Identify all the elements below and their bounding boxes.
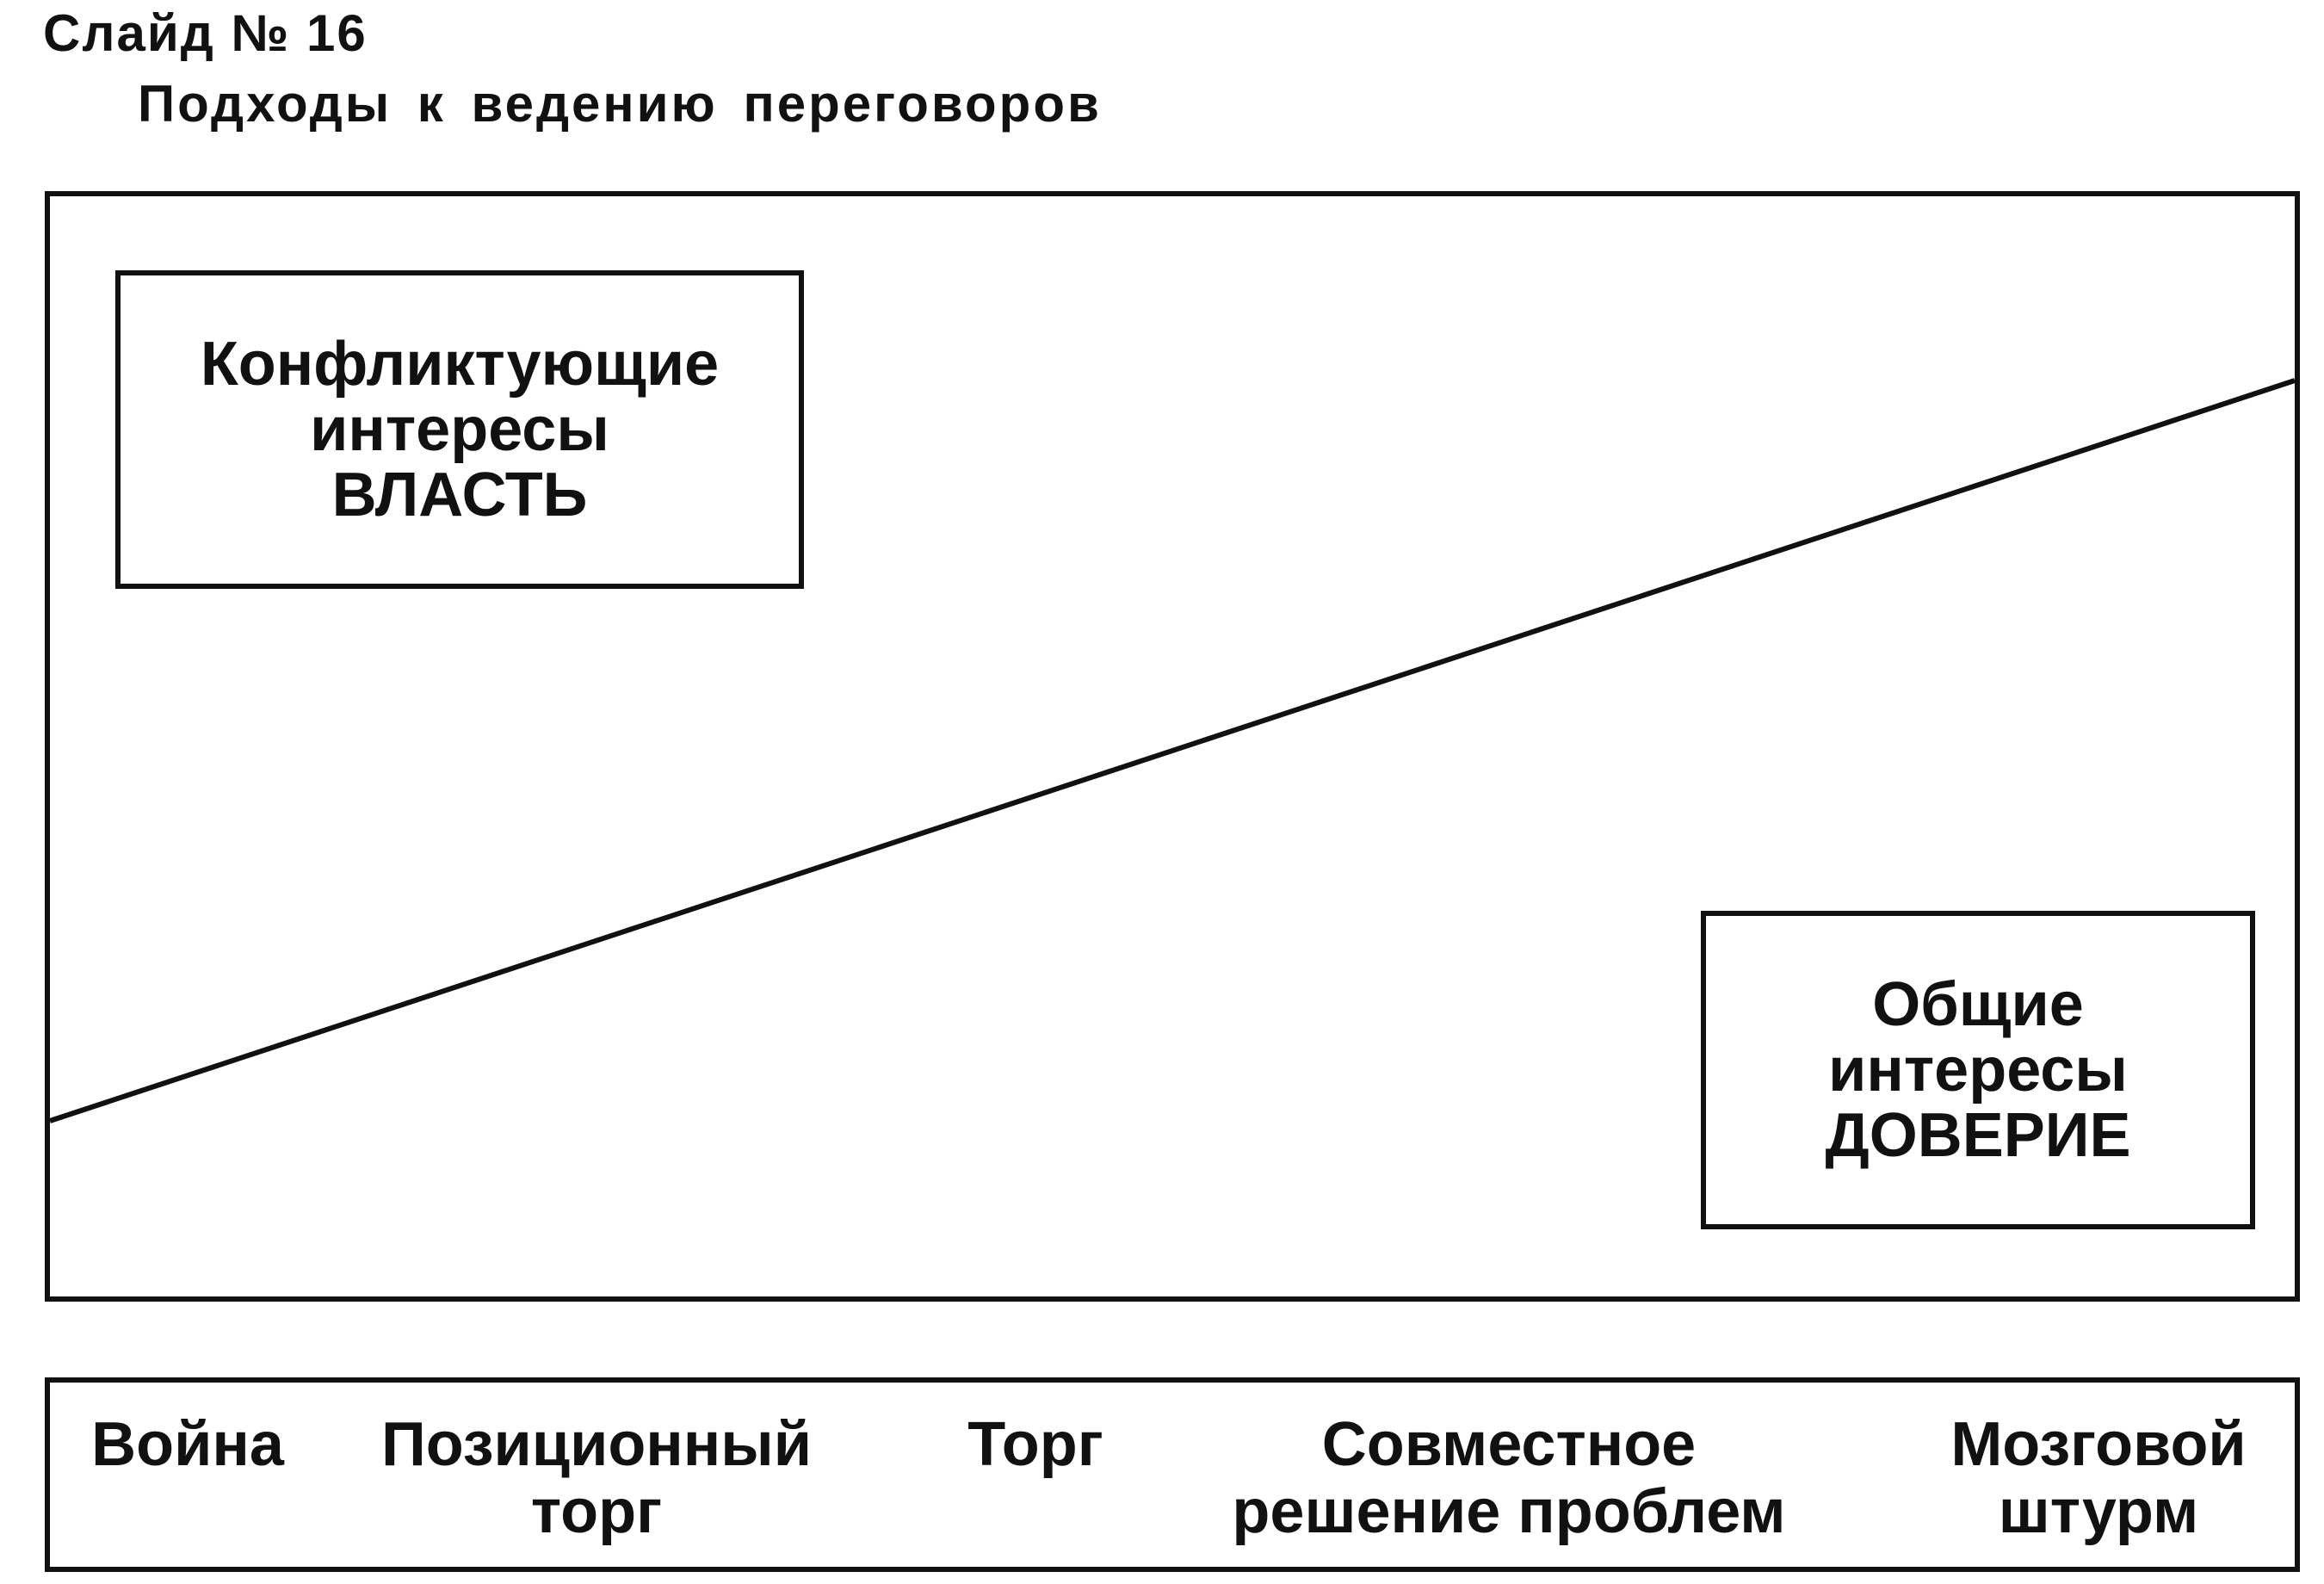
scale-item-label-line2: торг bbox=[530, 1476, 663, 1546]
scale-item-positional-bargaining: Позиционный торг bbox=[343, 1410, 850, 1546]
scale-item-label: Торг bbox=[967, 1410, 1103, 1479]
scale-item-label: Мозговой bbox=[1950, 1410, 2247, 1479]
slide-number-label: Слайд № 16 bbox=[43, 4, 368, 62]
diagram-frame: Конфликтующие интересы ВЛАСТЬ Общие инте… bbox=[45, 191, 2300, 1302]
common-interests-box: Общие интересы ДОВЕРИЕ bbox=[1701, 911, 2255, 1229]
scale-item-war: Война bbox=[76, 1410, 300, 1479]
scale-item-bargaining: Торг bbox=[936, 1410, 1134, 1479]
conflicting-interests-line2: интересы bbox=[310, 394, 609, 464]
trend-line bbox=[49, 378, 2296, 1123]
power-label: ВЛАСТЬ bbox=[331, 461, 588, 530]
scale-item-joint-problem-solving: Совместное решение проблем bbox=[1173, 1410, 1845, 1546]
scale-item-label-line2: штурм bbox=[1998, 1476, 2199, 1546]
negotiation-approaches-scale: Война Позиционный торг Торг Совместное р… bbox=[45, 1377, 2300, 1572]
diagonal-divider-line bbox=[49, 378, 2296, 1123]
conflicting-interests-box: Конфликтующие интересы ВЛАСТЬ bbox=[115, 270, 804, 589]
common-interests-line2: интересы bbox=[1828, 1035, 2128, 1104]
scale-item-label-line2: решение проблем bbox=[1232, 1476, 1786, 1546]
scale-item-brainstorming: Мозговой штурм bbox=[1909, 1410, 2288, 1546]
trust-label: ДОВЕРИЕ bbox=[1825, 1101, 2131, 1171]
scale-item-label: Совместное bbox=[1321, 1410, 1697, 1479]
conflicting-interests-line1: Конфликтующие bbox=[200, 329, 720, 399]
scale-item-label: Позиционный bbox=[380, 1410, 813, 1479]
slide-title: Подходы к ведению переговоров bbox=[138, 75, 1102, 133]
scale-item-label: Война bbox=[91, 1410, 284, 1479]
common-interests-line1: Общие bbox=[1872, 969, 2084, 1039]
